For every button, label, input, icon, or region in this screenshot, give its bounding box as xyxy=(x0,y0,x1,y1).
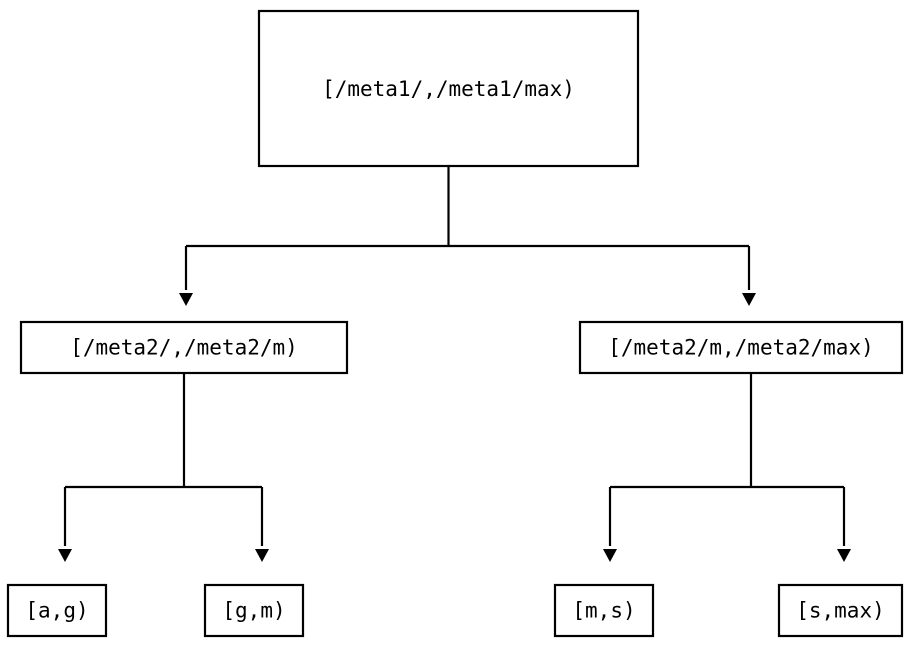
node-leaf-gm-label: [g,m) xyxy=(222,599,285,623)
node-leaf-smax-box[interactable] xyxy=(777,583,904,638)
node-leaf-ms[interactable]: [m,s) xyxy=(553,583,655,638)
edge-group-mid-right xyxy=(603,373,851,562)
node-root-box[interactable] xyxy=(257,9,640,168)
arrowhead-leaf-smax xyxy=(837,549,851,562)
arrowhead-mid-left xyxy=(179,293,193,306)
node-root-label: [/meta1/,/meta1/max) xyxy=(322,77,575,101)
node-leaf-ms-label: [m,s) xyxy=(572,599,635,623)
node-mid-right[interactable]: [/meta2/m,/meta2/max) xyxy=(578,320,904,375)
arrowhead-leaf-ms xyxy=(603,549,617,562)
node-leaf-gm-box[interactable] xyxy=(203,583,305,638)
arrowhead-leaf-gm xyxy=(255,549,269,562)
node-mid-right-label: [/meta2/m,/meta2/max) xyxy=(608,336,874,360)
node-leaf-ms-box[interactable] xyxy=(553,583,655,638)
node-mid-left-box[interactable] xyxy=(19,320,349,375)
node-mid-left-label: [/meta2/,/meta2/m) xyxy=(70,336,298,360)
edge-group-root xyxy=(179,166,756,306)
node-leaf-gm[interactable]: [g,m) xyxy=(203,583,305,638)
node-leaf-ag[interactable]: [a,g) xyxy=(6,583,108,638)
node-leaf-smax[interactable]: [s,max) xyxy=(777,583,904,638)
node-mid-left[interactable]: [/meta2/,/meta2/m) xyxy=(19,320,349,375)
arrowhead-leaf-ag xyxy=(58,549,72,562)
node-mid-right-box[interactable] xyxy=(578,320,904,375)
node-leaf-ag-box[interactable] xyxy=(6,583,108,638)
edge-group-mid-left xyxy=(58,373,269,562)
node-leaf-ag-label: [a,g) xyxy=(25,599,88,623)
arrowhead-mid-right xyxy=(742,293,756,306)
node-leaf-smax-label: [s,max) xyxy=(796,599,885,623)
node-root[interactable]: [/meta1/,/meta1/max) xyxy=(257,9,640,168)
